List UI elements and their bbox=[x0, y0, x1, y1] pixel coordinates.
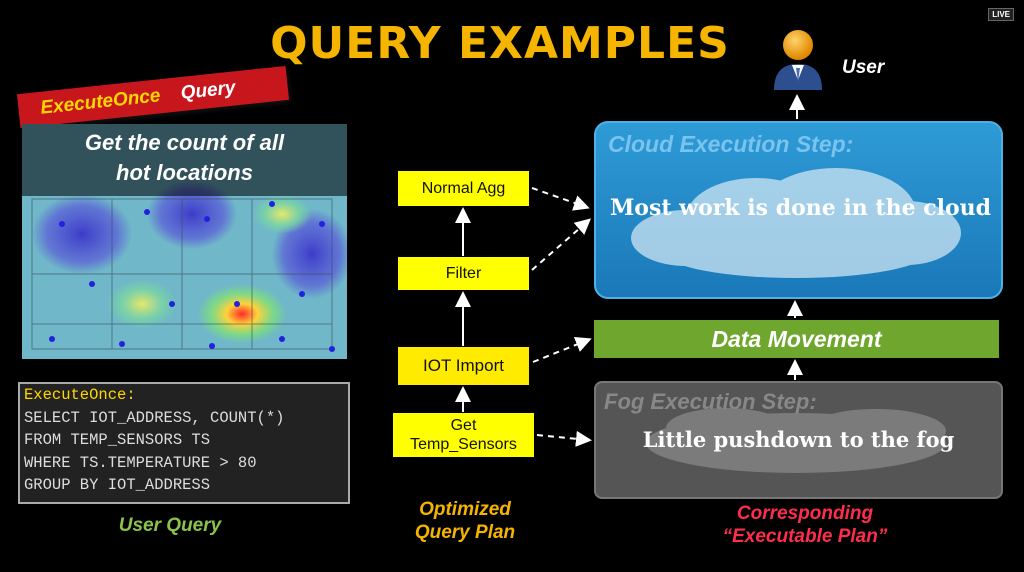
data-movement-bar: Data Movement bbox=[594, 320, 999, 358]
dashed-get-to-fog bbox=[536, 430, 592, 447]
cloud-step-label: Cloud Execution Step: bbox=[608, 131, 854, 157]
dashed-filter-to-cloud bbox=[531, 218, 592, 271]
get-node-line2: Temp_Sensors bbox=[410, 436, 517, 453]
plan-caption-line1: Optimized bbox=[419, 499, 511, 520]
slide-title: QUERY EXAMPLES bbox=[270, 18, 730, 69]
plan-node-filter: Filter bbox=[398, 257, 529, 290]
fog-step-label: Fog Execution Step: bbox=[604, 389, 817, 414]
heatmap-image: Get the count of all hot locations bbox=[22, 124, 347, 359]
exec-caption-line1: Corresponding bbox=[736, 503, 874, 524]
sql-keyword: ExecuteOnce: bbox=[24, 386, 136, 404]
fog-texture-icon bbox=[646, 408, 946, 473]
plan-node-normal-agg: Normal Agg bbox=[398, 171, 529, 206]
fog-execution-step: Fog Execution Step: Little pushdown to t… bbox=[594, 381, 1003, 499]
executable-plan-caption: Corresponding “Executable Plan” bbox=[690, 502, 920, 548]
sql-query-box: ExecuteOnce: SELECT IOT_ADDRESS, COUNT(*… bbox=[18, 382, 350, 504]
sql-line: FROM TEMP_SENSORS TS bbox=[24, 431, 211, 449]
get-node-line1: Get bbox=[450, 417, 477, 434]
user-query-caption: User Query bbox=[118, 515, 222, 536]
fog-step-text: Little pushdown to the fog bbox=[642, 427, 955, 452]
dashed-agg-to-cloud bbox=[531, 187, 590, 211]
exec-caption-line2: “Executable Plan” bbox=[722, 526, 888, 547]
cloud-step-text: Most work is done in the cloud bbox=[609, 195, 992, 221]
sql-line: WHERE TS.TEMPERATURE > 80 bbox=[24, 453, 257, 472]
plan-node-iot-import: IOT Import bbox=[398, 347, 529, 385]
dashed-iot-to-datamove bbox=[532, 337, 592, 363]
plan-caption-line2: Query Plan bbox=[414, 522, 516, 543]
cloud-execution-step: Cloud Execution Step: Most work is done … bbox=[594, 121, 1003, 299]
cloud-icon bbox=[631, 168, 961, 278]
heatmap-caption-line1: Get the count of all bbox=[84, 130, 285, 155]
live-badge: LIVE bbox=[988, 8, 1014, 21]
sql-line: SELECT IOT_ADDRESS, COUNT(*) bbox=[24, 408, 285, 427]
heatmap-caption-line2: hot locations bbox=[116, 160, 253, 185]
sql-line: GROUP BY IOT_ADDRESS bbox=[24, 476, 211, 494]
optimized-plan-caption: Optimized Query Plan bbox=[385, 498, 545, 544]
user-label: User bbox=[842, 57, 885, 78]
floorplan-heatmap-graphic bbox=[22, 124, 347, 359]
plan-node-get-temp-sensors: Get Temp_Sensors bbox=[393, 413, 534, 457]
user-avatar-icon bbox=[774, 30, 822, 90]
heatmap-caption: Get the count of all hot locations bbox=[22, 124, 347, 196]
